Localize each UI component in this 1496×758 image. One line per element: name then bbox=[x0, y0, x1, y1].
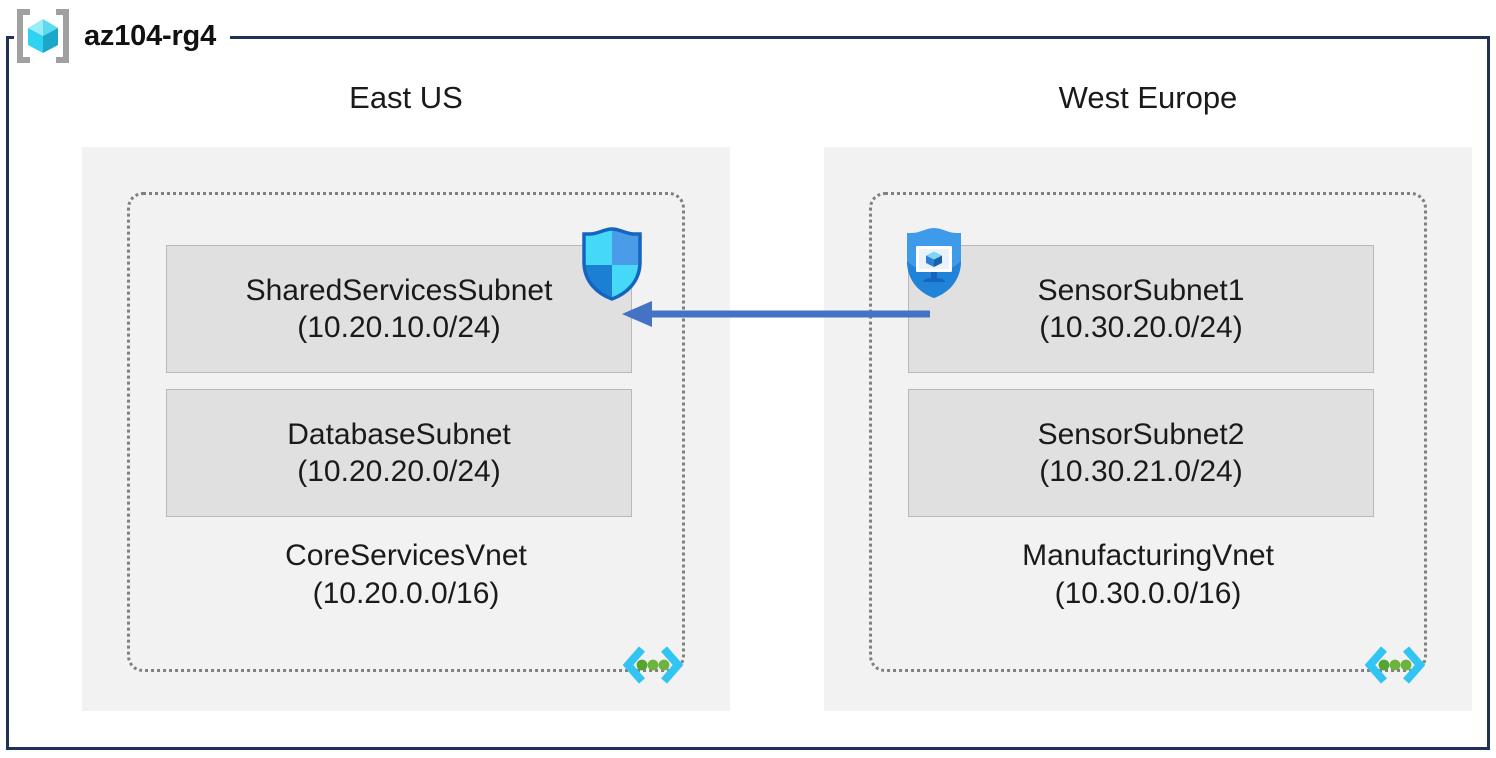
resource-group-frame bbox=[6, 36, 1490, 750]
subnet-name: DatabaseSubnet bbox=[287, 417, 511, 451]
subnet-cidr: (10.20.20.0/24) bbox=[297, 455, 501, 488]
vnet-cidr: (10.30.0.0/16) bbox=[1054, 577, 1242, 611]
vnet-manufacturing[interactable]: SensorSubnet1 (10.30.20.0/24) SensorSubn… bbox=[869, 192, 1427, 684]
vnet-name: ManufacturingVnet bbox=[1022, 539, 1274, 572]
region-label-east-us: East US bbox=[349, 80, 463, 115]
vnet-caption-core-services: CoreServicesVnet (10.20.0.0/16) bbox=[130, 537, 682, 613]
region-box-east-us: SharedServicesSubnet (10.20.10.0/24) Dat… bbox=[82, 147, 730, 711]
network-security-group-shield-icon bbox=[578, 226, 646, 302]
virtual-network-icon bbox=[620, 643, 686, 687]
subnet-database[interactable]: DatabaseSubnet (10.20.20.0/24) bbox=[166, 389, 632, 517]
resource-group-name: az104-rg4 bbox=[84, 19, 216, 52]
subnet-cidr: (10.30.21.0/24) bbox=[1039, 455, 1243, 488]
resource-group-title: az104-rg4 bbox=[14, 8, 230, 64]
subnet-name: SensorSubnet2 bbox=[1037, 417, 1245, 451]
region-east-us: East US SharedServicesSubnet (10.20.10.0… bbox=[82, 82, 730, 711]
subnet-shared-services[interactable]: SharedServicesSubnet (10.20.10.0/24) bbox=[166, 245, 632, 373]
subnet-cidr: (10.30.20.0/24) bbox=[1039, 311, 1243, 344]
subnet-name: SharedServicesSubnet bbox=[245, 273, 553, 307]
region-label-west-europe: West Europe bbox=[1058, 80, 1238, 115]
subnet-cidr: (10.20.10.0/24) bbox=[297, 311, 501, 344]
vnet-cidr: (10.20.0.0/16) bbox=[312, 577, 500, 611]
region-west-europe: West Europe SensorSubnet1 (10.30.20.0/24… bbox=[824, 82, 1472, 711]
application-security-group-shield-icon bbox=[900, 224, 968, 302]
subnet-name: SensorSubnet1 bbox=[1037, 273, 1245, 307]
subnet-sensor-2[interactable]: SensorSubnet2 (10.30.21.0/24) bbox=[908, 389, 1374, 517]
subnet-sensor-1[interactable]: SensorSubnet1 (10.30.20.0/24) bbox=[908, 245, 1374, 373]
resource-group-cube-icon bbox=[14, 8, 72, 64]
vnet-name: CoreServicesVnet bbox=[285, 539, 527, 572]
vnet-caption-manufacturing: ManufacturingVnet (10.30.0.0/16) bbox=[872, 537, 1424, 613]
vnet-core-services[interactable]: SharedServicesSubnet (10.20.10.0/24) Dat… bbox=[127, 192, 685, 684]
virtual-network-icon bbox=[1362, 643, 1428, 687]
